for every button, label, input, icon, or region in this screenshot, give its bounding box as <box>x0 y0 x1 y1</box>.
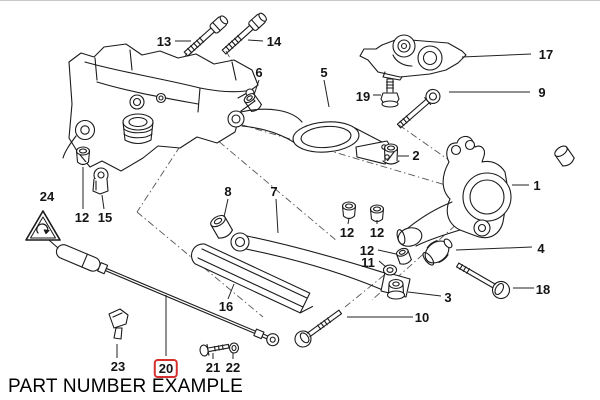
part-label-12[interactable]: 12 <box>339 225 355 240</box>
bolt-19-drawing <box>380 78 400 108</box>
part-label-7[interactable]: 7 <box>270 184 278 199</box>
part-label-16[interactable]: 16 <box>218 299 234 314</box>
bolt-18-drawing <box>456 262 511 300</box>
bolt-9-drawing <box>396 88 441 129</box>
part-label-22[interactable]: 22 <box>225 360 241 375</box>
part-label-3[interactable]: 3 <box>444 290 452 305</box>
bushing-4-drawing <box>422 238 453 266</box>
bushing-2-drawing <box>382 143 400 165</box>
bolt-10-drawing <box>294 309 343 348</box>
part-label-24[interactable]: 24 <box>39 189 55 204</box>
bushing-12-left-drawing <box>75 146 91 166</box>
mount-bracket-17-drawing <box>359 34 467 81</box>
warning-triangle-icon <box>25 210 61 249</box>
sensor-15-drawing <box>92 167 109 195</box>
part-label-19[interactable]: 19 <box>355 89 371 104</box>
nut-22-drawing <box>228 342 240 354</box>
bushing-12-center-c-drawing <box>395 247 412 265</box>
top-edge-line <box>0 0 600 1</box>
part-label-20-highlighted[interactable]: 20 <box>153 359 179 378</box>
part-label-5[interactable]: 5 <box>320 65 328 80</box>
part-label-6[interactable]: 6 <box>255 65 263 80</box>
part-label-12[interactable]: 12 <box>369 225 385 240</box>
wheel-carrier-1-drawing <box>396 135 575 247</box>
part-label-4[interactable]: 4 <box>537 241 545 256</box>
bushing-12-center-a-drawing <box>341 201 357 220</box>
clip-23-drawing <box>108 308 129 340</box>
rear-axle-carrier-drawing <box>62 43 259 172</box>
part-label-14[interactable]: 14 <box>266 34 282 49</box>
part-label-12[interactable]: 12 <box>359 243 375 258</box>
bolt-14-drawing <box>221 12 267 55</box>
part-label-17[interactable]: 17 <box>538 47 554 62</box>
bushing-3-drawing <box>386 278 406 300</box>
part-label-13[interactable]: 13 <box>156 34 172 49</box>
caption-text: PART NUMBER EXAMPLE <box>8 376 244 397</box>
cover-16-drawing <box>191 243 314 314</box>
control-arm-5-drawing <box>227 108 395 165</box>
bolt-13-drawing <box>183 15 229 57</box>
part-label-21[interactable]: 21 <box>205 360 221 375</box>
stabilizer-rod-20-drawing <box>55 244 280 347</box>
part-label-8[interactable]: 8 <box>224 184 232 199</box>
washer-11-drawing <box>382 264 398 276</box>
part-label-11[interactable]: 11 <box>361 255 375 270</box>
bolt-21-drawing <box>199 343 230 357</box>
part-label-9[interactable]: 9 <box>538 85 546 100</box>
part-label-2[interactable]: 2 <box>412 148 420 163</box>
part-label-23[interactable]: 23 <box>110 359 126 374</box>
bushing-12-center-b-drawing <box>369 204 385 223</box>
part-label-1[interactable]: 1 <box>533 178 541 193</box>
part-label-15[interactable]: 15 <box>97 210 113 225</box>
part-label-10[interactable]: 10 <box>414 310 430 325</box>
part-label-18[interactable]: 18 <box>535 282 551 297</box>
leader-lines <box>82 39 534 359</box>
bushing-8-drawing <box>210 214 233 239</box>
part-label-12[interactable]: 12 <box>74 210 90 225</box>
